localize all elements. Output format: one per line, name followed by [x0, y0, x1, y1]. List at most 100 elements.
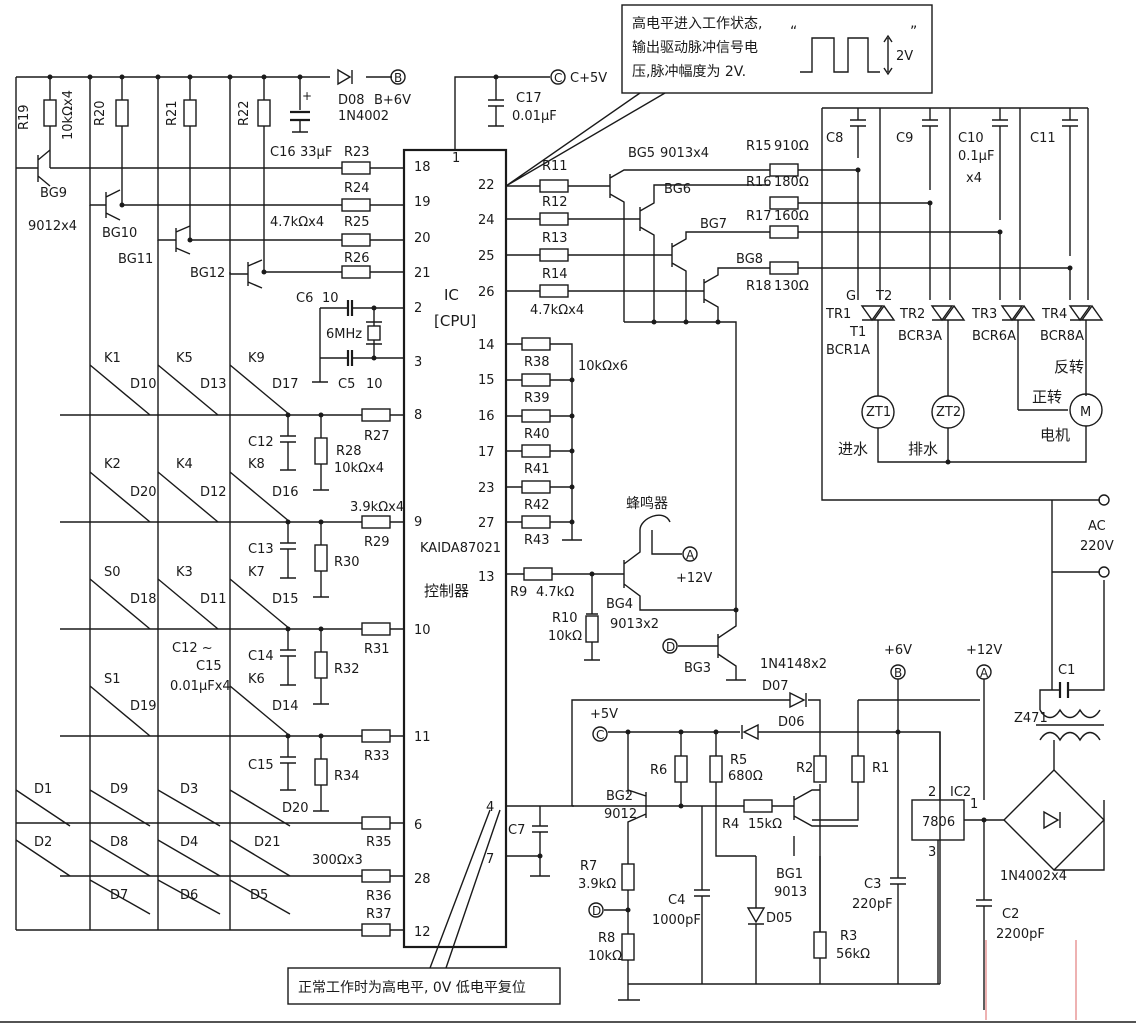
svg-text:C4: C4: [668, 893, 685, 908]
svg-text:A: A: [980, 666, 989, 680]
svg-text:G: G: [846, 289, 856, 304]
svg-text:1000pF: 1000pF: [652, 913, 701, 928]
svg-text:R42: R42: [524, 498, 550, 513]
svg-text:1N4002x4: 1N4002x4: [1000, 869, 1067, 884]
svg-text:+6V: +6V: [884, 643, 912, 658]
svg-text:C5: C5: [338, 377, 355, 392]
svg-text:17: 17: [478, 445, 495, 460]
svg-text:130Ω: 130Ω: [774, 279, 809, 294]
svg-text:D20: D20: [130, 485, 157, 500]
svg-text:R3: R3: [840, 929, 857, 944]
svg-text:R38: R38: [524, 355, 550, 370]
svg-text:x4: x4: [966, 171, 982, 186]
svg-text:28: 28: [414, 872, 431, 887]
annotation-top: 高电平进入工作状态, 输出驱动脉冲信号电 压,脉冲幅度为 2V. “ ” 2V: [505, 4, 933, 187]
svg-text:R34: R34: [334, 769, 360, 784]
svg-text:19: 19: [414, 195, 431, 210]
svg-text:K6: K6: [248, 672, 265, 687]
svg-text:56kΩ: 56kΩ: [836, 947, 870, 962]
ic-sub: [CPU]: [434, 312, 476, 330]
svg-text:11: 11: [414, 730, 431, 745]
svg-text:4.7kΩ: 4.7kΩ: [536, 585, 574, 600]
svg-text:C12: C12: [248, 435, 274, 450]
svg-text:2200pF: 2200pF: [996, 927, 1045, 942]
svg-text:BG3: BG3: [684, 661, 711, 676]
svg-text:正转: 正转: [1032, 388, 1062, 406]
svg-text:正常工作时为高电平, 0V 低电平复位: 正常工作时为高电平, 0V 低电平复位: [298, 979, 526, 996]
svg-text:BG7: BG7: [700, 217, 727, 232]
svg-text:BG9: BG9: [40, 186, 67, 201]
svg-text:进水: 进水: [838, 440, 868, 458]
svg-text:220V: 220V: [1080, 539, 1114, 554]
ic-name: 控制器: [424, 582, 469, 600]
svg-text:C17: C17: [516, 91, 542, 106]
svg-text:26: 26: [478, 285, 495, 300]
svg-text:R25: R25: [344, 215, 370, 230]
svg-text:21: 21: [414, 266, 431, 281]
svg-text:D7: D7: [110, 888, 128, 903]
svg-text:BCR3A: BCR3A: [898, 329, 942, 344]
svg-text:K3: K3: [176, 565, 193, 580]
svg-text:B+6V: B+6V: [374, 93, 411, 108]
svg-text:R37: R37: [366, 907, 392, 922]
led-matrix: D1 D2 D9 D8 D7 D3 D4 D6 D5 D20 D21 R35 R…: [15, 782, 404, 937]
svg-text:C8: C8: [826, 131, 843, 146]
svg-text:“: “: [790, 24, 797, 40]
svg-text:BG2: BG2: [606, 789, 633, 804]
svg-text:D21: D21: [254, 835, 281, 850]
svg-text:K7: K7: [248, 565, 265, 580]
svg-text:T1: T1: [849, 325, 866, 340]
svg-text:3.9kΩx4: 3.9kΩx4: [350, 500, 404, 515]
svg-text:3: 3: [928, 845, 936, 860]
svg-text:+5V: +5V: [590, 707, 618, 722]
svg-text:”: ”: [910, 24, 917, 40]
svg-text:3.9kΩ: 3.9kΩ: [578, 877, 616, 892]
svg-text:排水: 排水: [908, 440, 938, 458]
c5v-supply: C C+5V C17 0.01μF: [454, 69, 607, 150]
svg-text:300Ωx3: 300Ωx3: [312, 853, 363, 868]
svg-text:10kΩx4: 10kΩx4: [61, 90, 76, 140]
svg-text:15kΩ: 15kΩ: [748, 817, 782, 832]
svg-text:K8: K8: [248, 457, 265, 472]
triac-drivers: R11 R12 R13 R14 4.7kΩx4 BG5 9013x4 BG6 B…: [506, 139, 1071, 610]
svg-text:13: 13: [478, 570, 495, 585]
svg-text:R4: R4: [722, 817, 739, 832]
svg-text:R2: R2: [796, 761, 813, 776]
svg-text:680Ω: 680Ω: [728, 769, 763, 784]
power-supply: B +6V A +12V 7806 IC2 2 3 1 C2 2200pF 1N…: [884, 580, 1105, 1020]
svg-text:R6: R6: [650, 763, 667, 778]
reset-circuit: 1N4148x2 D07 D06 C +5V BG2 9012 R6 R5 68…: [506, 657, 980, 1001]
svg-text:10: 10: [322, 291, 339, 306]
svg-text:高电平进入工作状态,: 高电平进入工作状态,: [632, 15, 762, 32]
svg-text:BG6: BG6: [664, 182, 691, 197]
svg-text:C: C: [596, 728, 604, 742]
svg-text:R39: R39: [524, 391, 550, 406]
svg-text:9013x4: 9013x4: [660, 146, 709, 161]
svg-text:M: M: [1080, 405, 1091, 420]
svg-text:Z471: Z471: [1014, 711, 1048, 726]
svg-text:S0: S0: [104, 565, 121, 580]
svg-text:输出驱动脉冲信号电: 输出驱动脉冲信号电: [632, 40, 758, 56]
svg-text:C16: C16: [270, 145, 296, 160]
svg-text:7: 7: [486, 852, 494, 867]
svg-text:BG10: BG10: [102, 226, 137, 241]
svg-text:反转: 反转: [1054, 358, 1084, 376]
svg-text:R40: R40: [524, 427, 550, 442]
svg-text:S1: S1: [104, 672, 121, 687]
svg-text:0.1μF: 0.1μF: [958, 149, 994, 164]
svg-text:C6: C6: [296, 291, 313, 306]
svg-text:C1: C1: [1058, 663, 1075, 678]
svg-text:12: 12: [414, 925, 431, 940]
svg-text:+: +: [302, 89, 312, 103]
svg-text:C+5V: C+5V: [570, 71, 607, 86]
svg-text:BG8: BG8: [736, 252, 763, 267]
svg-text:R5: R5: [730, 753, 747, 768]
svg-text:7806: 7806: [922, 815, 955, 830]
svg-text:10: 10: [414, 623, 431, 638]
svg-text:蜂鸣器: 蜂鸣器: [626, 495, 668, 512]
svg-text:R26: R26: [344, 251, 370, 266]
svg-text:R18: R18: [746, 279, 772, 294]
svg-text:D6: D6: [180, 888, 198, 903]
svg-text:10kΩx6: 10kΩx6: [578, 359, 628, 374]
